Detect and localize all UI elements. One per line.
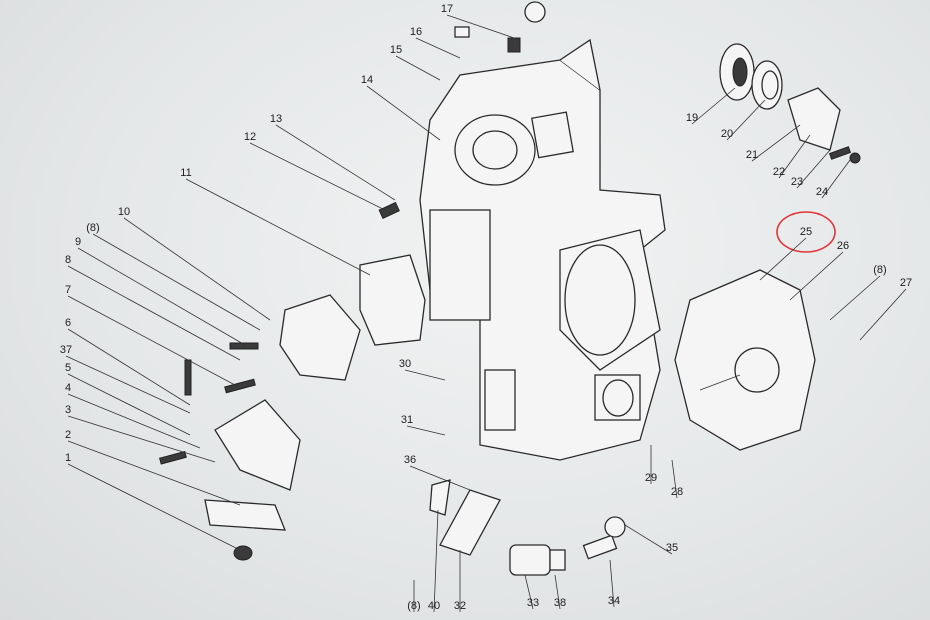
callout-label-31: 31 (401, 414, 413, 426)
leader-line (409, 465, 471, 491)
leader-line (759, 237, 807, 281)
callout-label-28: 28 (671, 486, 683, 498)
leader-line (796, 149, 831, 189)
leader-line (624, 524, 673, 555)
leader-line (366, 85, 441, 141)
leader-line (67, 463, 241, 551)
leader-line (406, 425, 446, 436)
leader-line (554, 574, 561, 610)
callout-label-10: 10 (118, 206, 130, 218)
callout-label-3: 3 (65, 404, 71, 416)
callout-label-9: 9 (75, 236, 81, 248)
callout-label-12: 12 (244, 131, 256, 143)
callout-label-27: 27 (900, 277, 912, 289)
callout-label-34: 34 (608, 595, 620, 607)
leader-line (67, 373, 191, 436)
callout-label-35: 35 (666, 542, 678, 554)
leader-line (123, 217, 271, 321)
highlight-circle (776, 211, 836, 253)
leader-line (433, 509, 439, 613)
leader-line (671, 459, 678, 499)
leader-line (778, 134, 811, 179)
callout-label-8: (8) (407, 600, 420, 612)
lower-parts (378, 1, 626, 576)
side-cover (674, 269, 816, 451)
leader-line (92, 233, 261, 331)
callout-label-30: 30 (399, 358, 411, 370)
leader-line (609, 559, 615, 608)
leader-line (67, 393, 201, 449)
callout-label-16: 16 (410, 26, 422, 38)
leader-line (726, 99, 766, 141)
callout-label-36: 36 (404, 454, 416, 466)
leader-line (524, 574, 534, 610)
callout-label-8: (8) (873, 264, 886, 276)
leader-line (789, 251, 844, 301)
leader-line (691, 87, 736, 125)
leader-line (185, 178, 371, 276)
callout-label-1: 1 (65, 452, 71, 464)
callout-label-38: 38 (554, 597, 566, 609)
callout-label-20: 20 (721, 128, 733, 140)
callout-label-11: 11 (180, 167, 191, 179)
callout-label-7: 7 (65, 284, 71, 296)
callout-label-21: 21 (746, 149, 758, 161)
callout-label-17: 17 (441, 3, 453, 15)
callout-label-22: 22 (773, 166, 785, 178)
leader-line (415, 37, 461, 59)
callout-label-13: 13 (270, 113, 282, 125)
leader-line (67, 295, 236, 386)
callout-label-33: 33 (527, 597, 539, 609)
leader-line (404, 369, 446, 381)
leader-line (67, 440, 241, 506)
leader-line (859, 288, 907, 341)
callout-label-26: 26 (837, 240, 849, 252)
callout-label-24: 24 (816, 186, 828, 198)
leader-line (65, 355, 191, 414)
callout-label-14: 14 (361, 74, 373, 86)
leader-line (446, 14, 521, 41)
leader-line (67, 328, 191, 406)
leader-line (395, 55, 441, 81)
callout-label-6: 6 (65, 317, 71, 329)
callout-label-25: 25 (800, 226, 812, 238)
callout-label-40: 40 (428, 600, 440, 612)
leader-line (249, 142, 386, 211)
leader-line (275, 124, 396, 201)
callout-label-2: 2 (65, 429, 71, 441)
callout-label-8: 8 (65, 254, 71, 266)
callout-label-8: (8) (86, 222, 99, 234)
callout-label-37: 37 (60, 344, 72, 356)
callout-label-32: 32 (454, 600, 466, 612)
callout-label-29: 29 (645, 472, 657, 484)
leader-line (67, 415, 216, 463)
transmission-housing (419, 38, 666, 461)
leader-line (67, 265, 241, 361)
leader-line (821, 159, 851, 199)
callout-label-19: 19 (686, 112, 698, 124)
bearings (719, 43, 861, 164)
callout-label-23: 23 (791, 176, 803, 188)
callout-label-15: 15 (390, 44, 402, 56)
leader-line (829, 275, 881, 321)
callout-label-5: 5 (65, 362, 71, 374)
callout-label-4: 4 (65, 382, 71, 394)
valve-assembly (159, 254, 426, 561)
leader-line (751, 124, 801, 162)
leader-line (77, 247, 246, 346)
